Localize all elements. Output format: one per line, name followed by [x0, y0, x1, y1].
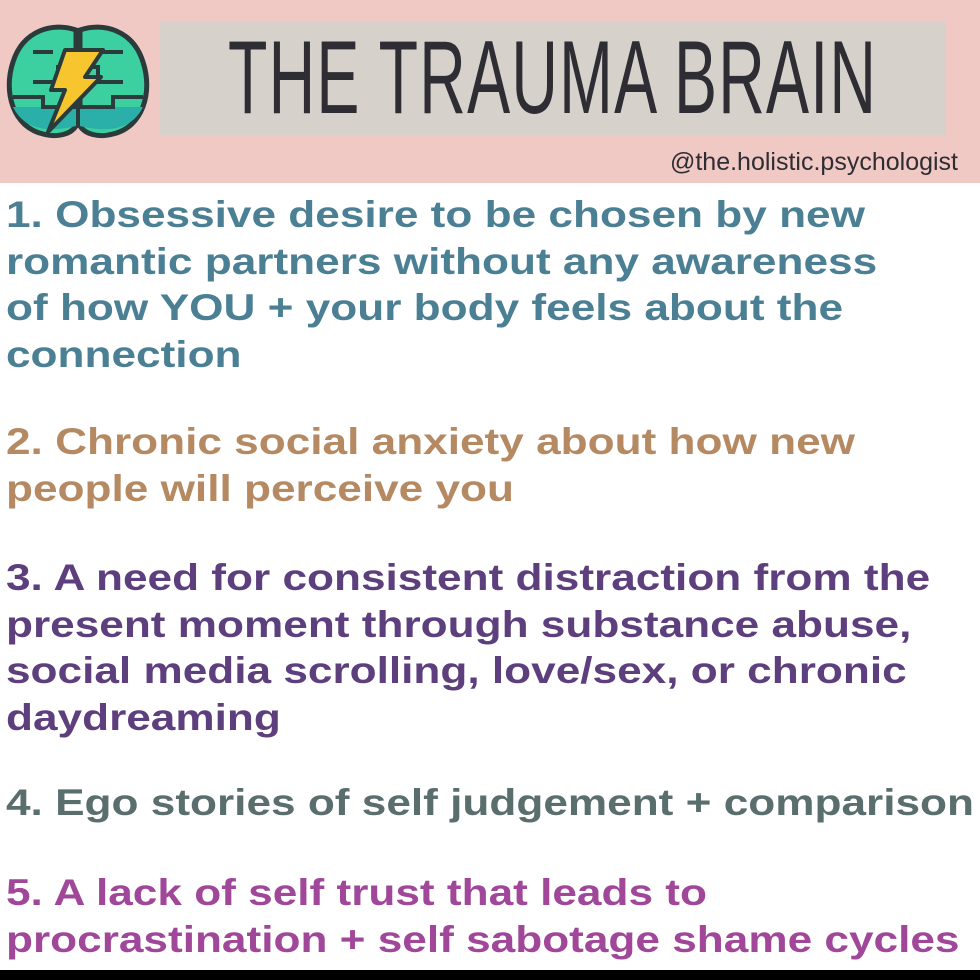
item-line: 3. A need for consistent distraction fro…: [6, 557, 931, 598]
item-line: of how YOU + your body feels about the: [6, 287, 844, 328]
list-item-2: 2. Chronic social anxiety about how new …: [6, 419, 855, 512]
list-item-3: 3. A need for consistent distraction fro…: [6, 555, 930, 741]
item-line: 4. Ego stories of self judgement + compa…: [6, 782, 974, 823]
brain-lightning-icon: [6, 24, 150, 139]
item-line: daydreaming: [6, 696, 281, 738]
list-item-4: 4. Ego stories of self judgement + compa…: [6, 780, 974, 827]
item-line: procrastination + self sabotage shame cy…: [6, 918, 960, 960]
item-line: connection: [6, 333, 242, 375]
item-line: 1. Obsessive desire to be chosen by new: [6, 194, 865, 235]
title-box: THE TRAUMA BRAIN: [160, 22, 946, 135]
bottom-bar: [0, 970, 980, 980]
author-handle: @the.holistic.psychologist: [669, 148, 958, 176]
item-line: romantic partners without any awareness: [6, 240, 878, 282]
item-line: present moment through substance abuse,: [6, 603, 912, 645]
item-line: 2. Chronic social anxiety about how new: [6, 421, 855, 462]
item-line: 5. A lack of self trust that leads to: [6, 872, 707, 913]
page-title: THE TRAUMA BRAIN: [228, 22, 878, 135]
list-item-1: 1. Obsessive desire to be chosen by new …: [6, 192, 877, 378]
header-banner: THE TRAUMA BRAIN @the.holistic.psycholog…: [0, 0, 980, 183]
item-line: people will perceive you: [6, 467, 514, 509]
list-item-5: 5. A lack of self trust that leads to pr…: [6, 870, 959, 963]
item-line: social media scrolling, love/sex, or chr…: [6, 650, 907, 691]
